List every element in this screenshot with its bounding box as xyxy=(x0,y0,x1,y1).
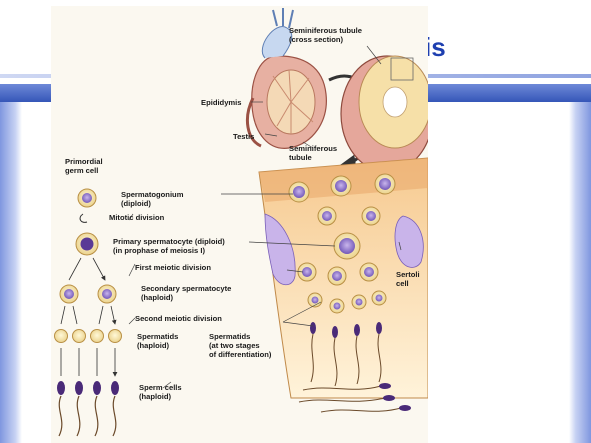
label-seminiferous-tubule: Seminiferous tubule xyxy=(289,144,337,162)
label-second-meiotic-division: Second meiotic division xyxy=(135,314,222,323)
label-epididymis: Epididymis xyxy=(201,98,242,107)
label-primordial-germ-cell: Primordial germ cell xyxy=(65,157,103,175)
label-secondary-spermatocyte: Secondary spermatocyte (haploid) xyxy=(141,284,231,302)
label-testis: Testis xyxy=(233,132,254,141)
label-sperm-cells: Sperm cells (haploid) xyxy=(139,383,182,401)
tubule-cross-section xyxy=(341,56,428,172)
label-primary-spermatocyte: Primary spermatocyte (diploid) (in proph… xyxy=(113,237,225,255)
spermatogenesis-figure: Seminiferous tubule (cross section) Epid… xyxy=(51,6,428,443)
slide-edge-right xyxy=(569,102,591,443)
label-first-meiotic-division: First meiotic division xyxy=(135,263,211,272)
label-seminiferous-tubule-cross-section: Seminiferous tubule (cross section) xyxy=(289,26,362,44)
cell-lineage xyxy=(55,189,122,436)
label-sertoli-cell: Sertoli cell xyxy=(396,270,420,288)
label-spermatogonium: Spermatogonium (diploid) xyxy=(121,190,183,208)
slide-edge-left xyxy=(0,102,22,443)
label-mitotic-division: Mitotic division xyxy=(109,213,164,222)
label-spermatids-two-stages: Spermatids (at two stages of differentia… xyxy=(209,332,271,359)
label-spermatids-haploid: Spermatids (haploid) xyxy=(137,332,178,350)
figure-illustration xyxy=(51,6,428,443)
